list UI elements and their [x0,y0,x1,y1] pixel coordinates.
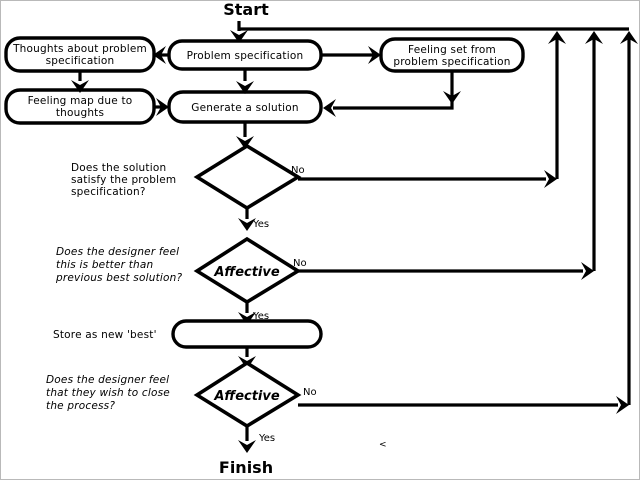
node-feeling-map-line2: thoughts [56,107,104,119]
edge-problemspec-to-generate [236,69,254,94]
return-line-no-close [620,31,638,405]
edge-decision2-yes [238,302,256,325]
decision1-question-line2: satisfy the problem [71,174,176,186]
edge-decision1-no [298,170,557,188]
start-arrow [230,21,248,43]
node-feeling-set-line2: problem specification [393,56,510,68]
decision-better-than-previous-best[interactable]: Affective [193,236,302,305]
node-feeling-set-line1: Feeling set from [408,44,496,56]
store-as-new-best-external-label: Store as new 'best' [53,329,157,341]
edge-problemspec-to-feelingset [321,46,381,64]
node-feeling-map-due-to-thoughts[interactable]: Feeling map due to thoughts [4,88,156,125]
edge-decision3-no [298,396,629,414]
decision2-yes-label: Yes [252,311,269,322]
edge-decision2-no [298,262,594,280]
decision2-question-line2: this is better than [56,259,153,271]
decision1-question-line3: specification? [71,186,146,198]
decision-close-the-process[interactable]: Affective [193,360,302,429]
edge-generate-to-decision1 [236,122,254,149]
edge-store-to-decision3 [238,347,256,369]
node-thoughts-line1: Thoughts about problem [12,43,147,55]
node-problem-specification[interactable]: Problem specification [167,39,323,71]
decision3-question-line2: that they wish to close [46,387,170,399]
decision3-inner-label: Affective [213,389,280,404]
node-store-as-new-best[interactable] [171,319,323,349]
finish-label: Finish [219,458,273,477]
decision3-question-line1: Does the designer feel [46,374,169,386]
decision1-yes-label: Yes [252,219,269,230]
node-feeling-set-from-problem-specification[interactable]: Feeling set from problem specification [379,37,525,73]
decision1-no-label: No [291,165,305,176]
decision3-question-line3: the process? [46,400,115,412]
node-generate-a-solution-label: Generate a solution [191,102,299,114]
node-problem-specification-label: Problem specification [187,50,304,62]
decision1-question: Does the solution satisfy the problem sp… [71,162,176,198]
node-feeling-map-line1: Feeling map due to [28,95,133,107]
edge-thoughts-to-feelingmap [71,71,89,93]
decision2-no-label: No [293,258,307,269]
decision2-inner-label: Affective [213,265,280,280]
decision2-question-line1: Does the designer feel [56,246,179,258]
node-thoughts-line2: specification [46,55,115,67]
decision2-question: Does the designer feel this is better th… [55,246,182,284]
edge-feelingmap-to-generate [154,98,169,116]
edge-problemspec-to-thoughts [153,46,169,64]
decision3-yes-label: Yes [258,433,275,444]
decision2-question-line3: previous best solution? [55,272,182,284]
edge-decision3-yes [238,426,256,453]
decision3-question: Does the designer feel that they wish to… [46,374,170,412]
decision-satisfies-specification[interactable] [193,143,302,211]
node-thoughts-about-problem-specification[interactable]: Thoughts about problem specification [4,36,156,73]
node-generate-a-solution[interactable]: Generate a solution [167,90,323,124]
stray-mark: < [379,440,387,450]
edge-feelingset-to-generate [323,71,461,117]
decision1-question-line1: Does the solution [71,162,166,174]
start-label: Start [223,1,269,19]
return-line-no-better [585,31,603,271]
return-line-no-satisfy [548,31,566,179]
decision3-no-label: No [303,387,317,398]
edge-decision1-yes [238,208,256,231]
